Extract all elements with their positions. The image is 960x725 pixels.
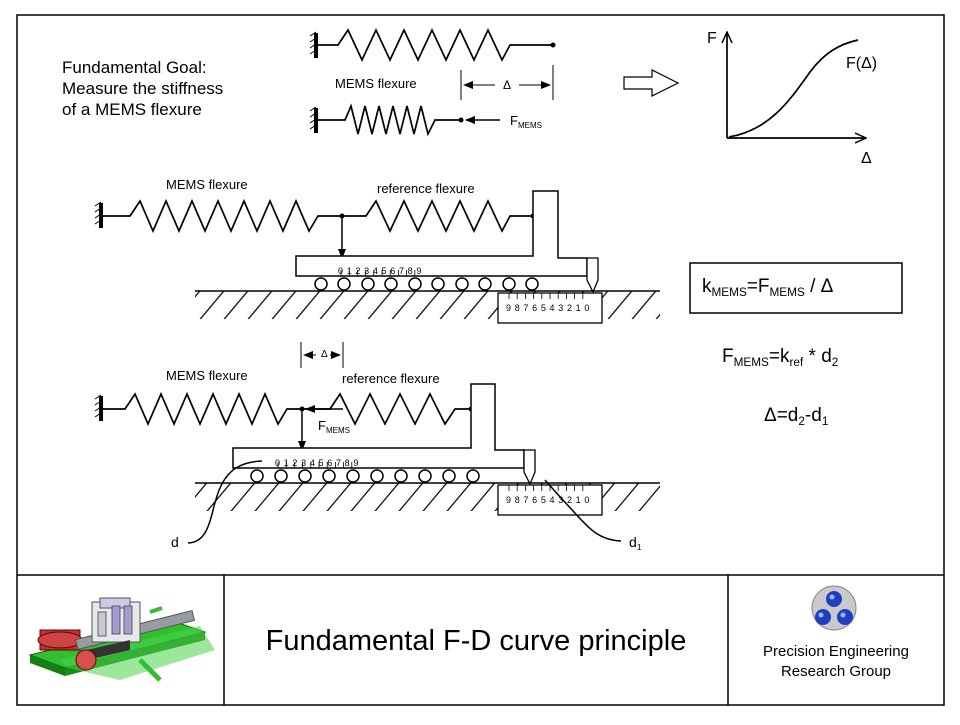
top-wall-2 — [309, 106, 318, 133]
fig3-scale-bottom: 9 8 7 6 5 4 3 2 1 0 — [506, 495, 590, 505]
group-line-2: Research Group — [780, 663, 892, 680]
fig3-d1-subscript: 1 — [636, 542, 642, 553]
graph-curve-label: F(Δ) — [846, 55, 878, 72]
graph-y-label: F — [707, 30, 717, 47]
research-group-name: Precision Engineering Research Group — [730, 642, 942, 682]
eq3-d2-sub: 2 — [798, 415, 805, 429]
slide-title: Fundamental F-D curve principle — [265, 624, 687, 657]
fig2-rollers — [314, 277, 539, 291]
equation-box — [689, 262, 903, 314]
eq2-eq: =k — [768, 346, 790, 367]
slide-frame — [16, 14, 945, 706]
fig2-scale-ticks — [340, 270, 584, 299]
top-wall-1 — [309, 31, 318, 58]
top-force-label: FMEMS — [510, 114, 542, 130]
fig3-force-label: FMEMS — [318, 419, 350, 435]
goal-line-1: Fundamental Goal: — [62, 58, 207, 77]
top-force-subscript: MEMS — [517, 120, 542, 130]
goal-line-2: Measure the stiffness — [62, 79, 224, 98]
research-group-logo — [811, 585, 857, 631]
eq2-k-sub: ref — [789, 356, 804, 370]
fig3-mems-label: MEMS flexure — [166, 368, 248, 383]
fig2-scale-bottom: 9 8 7 6 5 4 3 2 1 0 — [506, 303, 590, 313]
fig2-ref-label: reference flexure — [377, 181, 475, 196]
fig3-d-leader — [187, 460, 263, 544]
fig2-reference-flexure — [342, 198, 533, 234]
top-force-symbol: F — [510, 113, 518, 128]
fig2-scale-top: 0 1 2 3 4 5 6 7 8 9 — [338, 266, 422, 276]
top-flexure-end-1 — [550, 42, 556, 48]
machine-illustration — [28, 597, 215, 682]
fig3-mems-flexure — [103, 391, 302, 427]
fig3-carriage — [232, 383, 525, 469]
fig3-force-subscript: MEMS — [325, 425, 350, 435]
fig3-force-symbol: F — [318, 418, 326, 433]
eq1-k: k — [702, 276, 712, 297]
top-mems-label: MEMS flexure — [335, 76, 417, 91]
goal-text: Fundamental Goal: Measure the stiffness … — [62, 57, 223, 120]
equation-force: FMEMS=kref * d2 — [722, 347, 838, 369]
eq1-f-sub: MEMS — [769, 286, 805, 300]
fig3-delta-label: Δ — [321, 349, 328, 360]
fig3-d1-leader — [544, 479, 622, 542]
fig2-carriage — [295, 190, 588, 277]
eq2-d-sub: 2 — [831, 356, 839, 370]
eq3-d1-sub: 1 — [821, 415, 829, 429]
top-flexure-long — [318, 27, 552, 63]
top-delta-label: Δ — [503, 78, 512, 92]
eq3-eq: =d — [776, 405, 799, 426]
fig3-d-label: d — [171, 534, 179, 550]
fig2-pointer — [586, 257, 599, 294]
group-line-1: Precision Engineering — [763, 643, 909, 660]
eq3-minus: -d — [804, 405, 822, 426]
fig2-wall — [94, 201, 103, 228]
eq2-f: F — [722, 346, 734, 367]
eq1-eq: =F — [746, 276, 770, 297]
equation-delta: Δ=d2-d1 — [764, 406, 828, 428]
top-flexure-end-2 — [458, 117, 464, 123]
fig3-reference-flexure — [302, 392, 471, 426]
fig2-mems-label: MEMS flexure — [166, 177, 248, 192]
eq2-rest: * d — [803, 346, 832, 367]
goal-line-3: of a MEMS flexure — [62, 100, 202, 119]
fig2-mems-flexure — [103, 198, 342, 234]
eq3-delta: Δ — [764, 405, 777, 426]
fig3-wall — [94, 394, 103, 421]
fig3-rollers — [250, 469, 480, 483]
fig3-d1-symbol: d — [629, 534, 637, 550]
eq1-k-sub: MEMS — [711, 286, 747, 300]
equation-stiffness: kMEMS=FMEMS / Δ — [702, 277, 833, 299]
fig3-ref-label: reference flexure — [342, 371, 440, 386]
implies-arrow-icon — [623, 69, 680, 97]
fig3-scale-top: 0 1 2 3 4 5 6 7 8 9 — [275, 458, 359, 468]
top-flexure-compressed — [318, 103, 460, 137]
fd-curve — [728, 39, 859, 138]
fig3-scale-ticks — [277, 462, 584, 491]
fig3-pointer — [523, 449, 536, 486]
eq1-rest: / Δ — [804, 276, 834, 297]
graph-x-label: Δ — [861, 150, 872, 167]
fig3-d1-label: d1 — [629, 535, 642, 552]
eq2-f-sub: MEMS — [733, 356, 769, 370]
